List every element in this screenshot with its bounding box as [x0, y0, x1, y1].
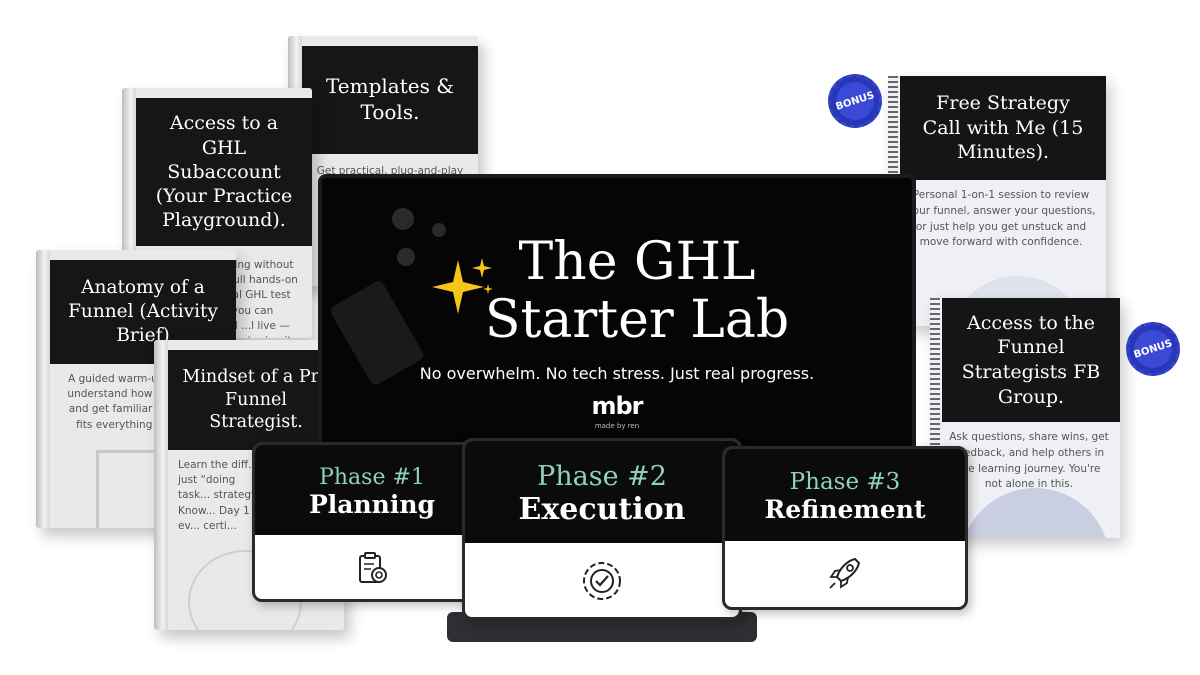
book-description: A guided warm-up ... understand how a f.…	[67, 373, 179, 431]
phase-card-header: Phase #1 Planning	[255, 445, 489, 535]
rocket-icon	[829, 557, 861, 589]
main-monitor: The GHL Starter Lab No overwhelm. No tec…	[318, 174, 916, 462]
bonus-badge: BONUS	[1118, 314, 1188, 384]
sparkle-icon	[432, 258, 493, 314]
phase-number: Phase #1	[319, 465, 425, 490]
notebook-decor-circle	[960, 488, 1110, 538]
notebook-description: Ask questions, share wins, get feedback,…	[949, 431, 1109, 491]
bubble-decor	[397, 248, 415, 266]
book-title: Templates & Tools.	[302, 46, 478, 154]
clipboard-target-icon	[359, 552, 387, 583]
phase-card-header: Phase #3 Refinement	[725, 449, 965, 541]
brand-logo-subtext: made by ren	[594, 422, 640, 430]
phase-name: Planning	[308, 490, 435, 519]
brand-logo: mbr	[591, 392, 643, 420]
phase-name: Execution	[518, 492, 686, 527]
notebook-fb-group: Access to the Funnel Strategists FB Grou…	[930, 298, 1120, 538]
phase-number: Phase #2	[537, 461, 667, 492]
book-description: Learn the diff... just “doing task... st…	[178, 459, 264, 532]
notebook-rings	[930, 298, 940, 538]
phase-number: Phase #3	[789, 469, 901, 495]
bonus-badge: BONUS	[820, 66, 890, 136]
book-mindset-strategist: Mindset of a Pro Funnel Strategist. Lear…	[154, 340, 344, 630]
book-title: Mindset of a Pro Funnel Strategist.	[168, 350, 344, 450]
phase-card-3: Phase #3 Refinement	[722, 446, 968, 610]
main-title-line1: The GHL	[518, 232, 756, 292]
notebook-title: Access to the Funnel Strategists FB Grou…	[942, 298, 1120, 422]
bubble-decor	[392, 208, 414, 230]
phase-card-1: Phase #1 Planning	[252, 442, 492, 602]
phase-card-header: Phase #2 Execution	[465, 441, 739, 543]
main-title-line2: Starter Lab	[484, 290, 790, 350]
book-spine	[154, 340, 168, 630]
tagline: No overwhelm. No tech stress. Just real …	[419, 364, 815, 383]
phase-card-2: Phase #2 Execution	[462, 438, 742, 620]
book-title: Access to a GHL Subaccount (Your Practic…	[136, 98, 312, 246]
bubble-decor	[432, 223, 446, 237]
book-spine	[36, 250, 50, 528]
notebook-description: Personal 1-on-1 session to review your f…	[906, 189, 1096, 249]
notebook-title: Free Strategy Call with Me (15 Minutes).	[900, 76, 1106, 180]
notebook-strategy-call: Free Strategy Call with Me (15 Minutes).…	[888, 76, 1106, 326]
gear-check-icon	[583, 562, 621, 600]
phase-name: Refinement	[764, 495, 926, 524]
